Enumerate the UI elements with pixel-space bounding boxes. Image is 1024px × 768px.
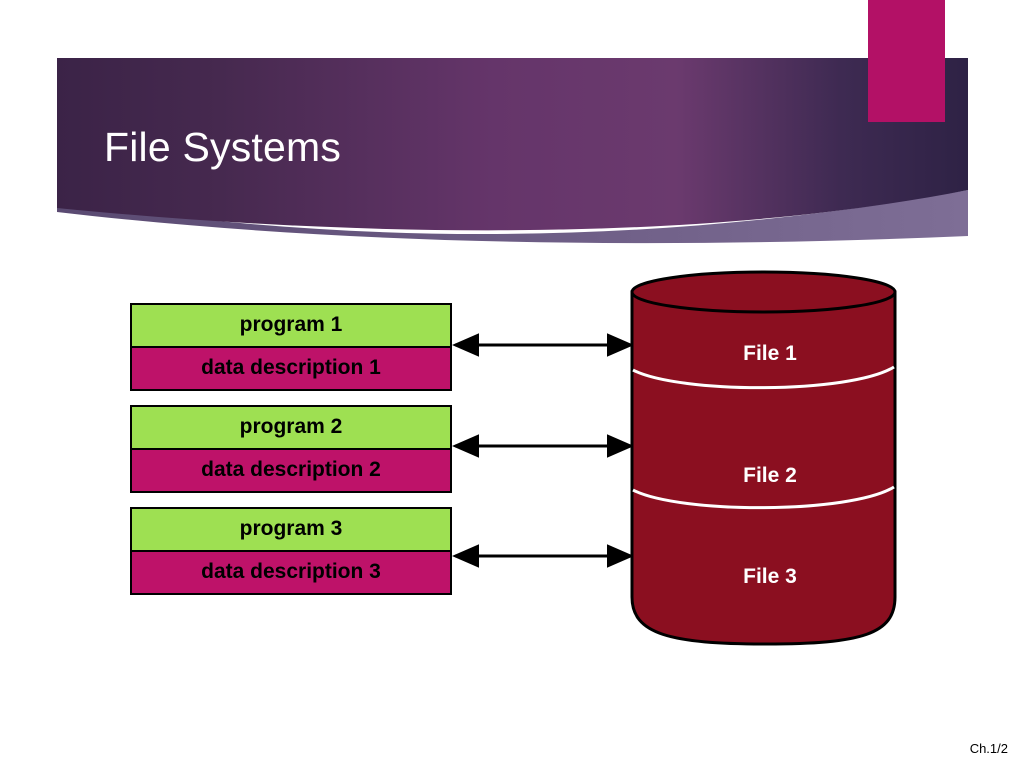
- program-box-3: program 3: [130, 507, 452, 551]
- file-label-3: File 3: [743, 565, 797, 588]
- program-pair-1: program 1 data description 1: [130, 303, 452, 391]
- banner-main-shape: [57, 58, 968, 231]
- program-box-1: program 1: [130, 303, 452, 347]
- banner-wedge-shape: [57, 190, 968, 244]
- cylinder-divider-1: [632, 365, 895, 390]
- cylinder-divider-2: [632, 485, 895, 510]
- program-box-2: program 2: [130, 405, 452, 449]
- program-pair-2: program 2 data description 2: [130, 405, 452, 493]
- program-stack: program 1 data description 1 program 2 d…: [130, 303, 452, 595]
- cylinder-top-ellipse: [630, 270, 897, 314]
- data-description-box-2: data description 2: [130, 449, 452, 493]
- page-title: File Systems: [104, 124, 342, 170]
- banner-shape: [57, 0, 968, 244]
- slide-header-banner: File Systems: [0, 0, 1024, 250]
- accent-bar: [868, 0, 945, 122]
- file-label-2: File 2: [743, 464, 797, 487]
- data-description-box-1: data description 1: [130, 347, 452, 391]
- cylinder-body: [630, 290, 897, 646]
- data-description-box-3: data description 3: [130, 551, 452, 595]
- page-number-footer: Ch.1/2: [969, 741, 1008, 756]
- file-label-1: File 1: [743, 342, 797, 365]
- file-store-cylinder: File 1 File 2 File 3: [620, 262, 920, 652]
- program-pair-3: program 3 data description 3: [130, 507, 452, 595]
- cylinder-shape: [630, 270, 897, 646]
